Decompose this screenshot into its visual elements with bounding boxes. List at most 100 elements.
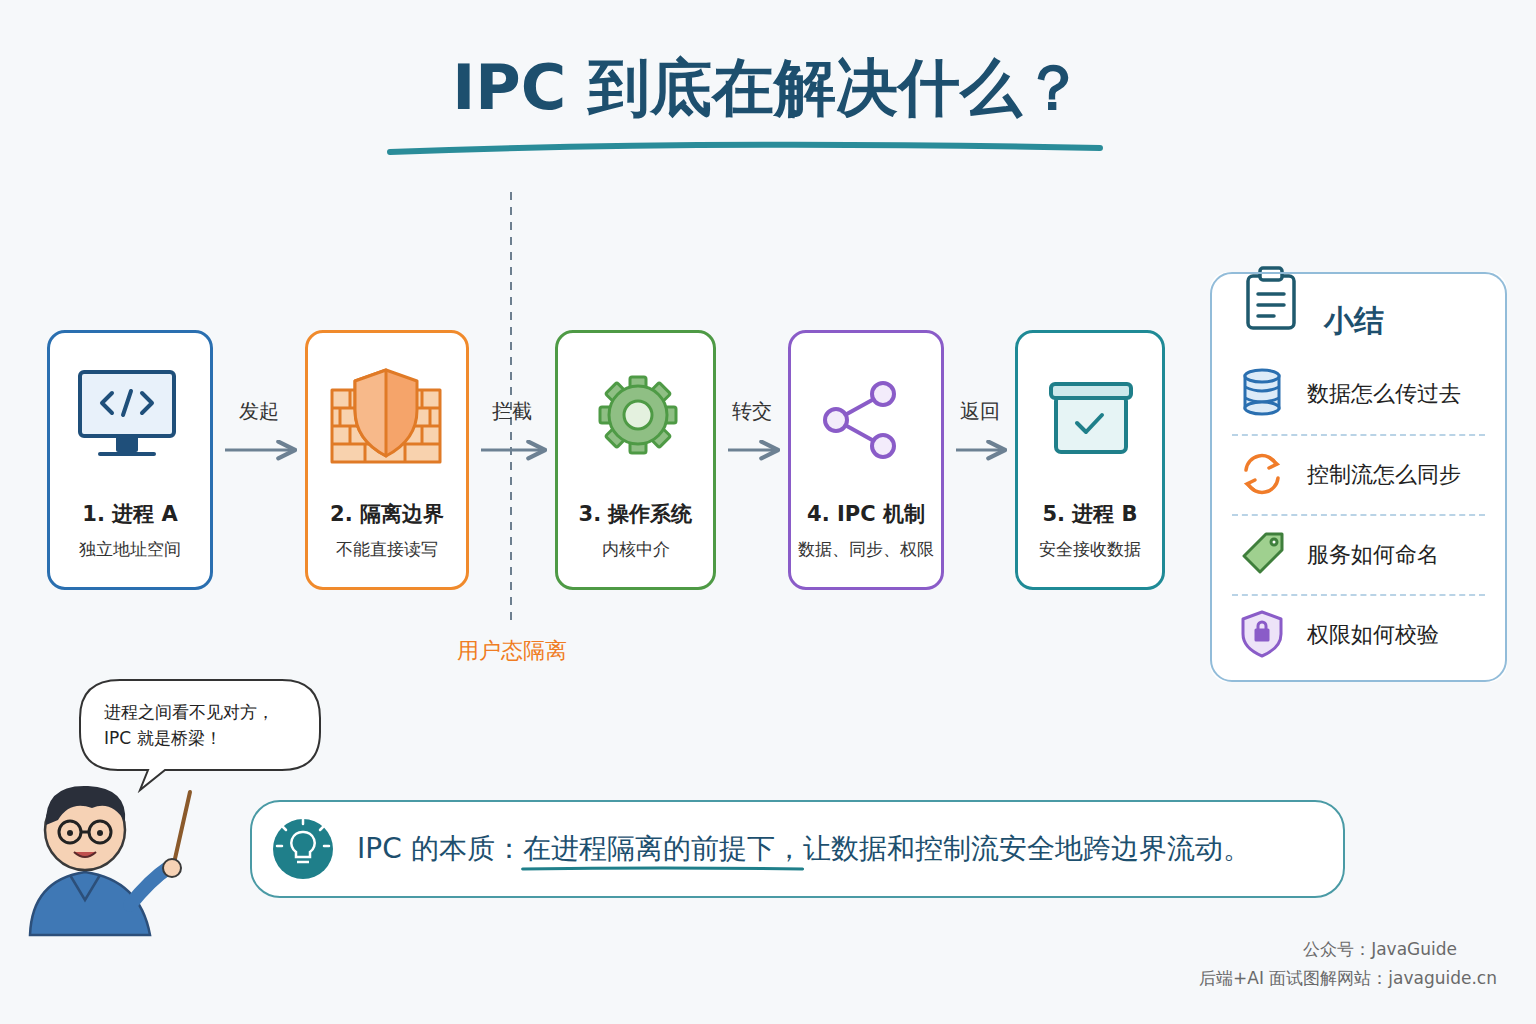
box-fill [47,330,213,590]
speech-bubble-box: 进程之间看不见对方， IPC 就是桥梁！ [80,680,320,770]
drawing-part [1258,314,1274,318]
flow-arrow [956,449,1003,452]
edge-label: 发起 [239,398,279,425]
emphasis-underline [523,868,803,869]
drawing-part [59,821,81,843]
drawing-part [1247,480,1255,490]
drawing-part [1260,268,1282,280]
drawing-part [123,391,131,415]
drawing-part [429,408,432,426]
drawing-part [100,452,154,456]
lightbulb-icon [273,819,333,879]
drawing-part [118,436,136,450]
share-icon [825,383,894,457]
database-icon [1245,370,1279,414]
drawing-part [47,272,1507,898]
drawing-part [355,370,417,456]
drawing-part [1245,402,1279,414]
drawing-part [297,861,309,864]
drawing-part [1245,387,1279,402]
speech-text: 进程之间看不见对方， IPC 就是桥梁！ [104,699,296,752]
drawing-part [67,830,73,836]
teacher-figure [30,786,190,935]
edge-label: 返回 [960,398,1000,425]
drawing-part [273,819,333,879]
box-fill [1210,272,1507,682]
drawing-part [872,383,894,405]
lock-shield-icon [1243,612,1281,656]
box-fill [305,330,469,590]
process-box: 1. 进程 A独立地址空间 [47,330,213,590]
summary-item: 控制流怎么同步 [1232,434,1485,514]
flow-arrow [481,449,543,452]
process-box: 4. IPC 机制数据、同步、权限 [788,330,944,590]
edge-label: 拦截 [492,398,532,425]
summary-item: 服务如何命名 [1232,514,1485,594]
box-body: 安全接收数据 [1039,538,1141,561]
drawing-part [291,832,314,857]
summary-panel: 小结数据怎么传过去控制流怎么同步服务如何命名权限如何校验 [1210,272,1507,682]
drawing-part [825,409,847,431]
region-label: 用户态隔离 [457,636,567,666]
flow-arrow [728,449,776,452]
drawing-part [404,444,407,462]
drawing-part [872,435,894,457]
sync-icon [1246,456,1278,493]
box-fill [555,330,716,590]
inbox-icon [1051,384,1131,452]
drawing-part [624,401,652,429]
drawing-part [277,819,329,846]
drawing-part [609,386,667,444]
drawing-part [1245,370,1279,382]
drawing-part [1056,396,1126,452]
drawing-part [1269,458,1277,468]
box-body: 内核中介 [602,538,670,561]
process-box: 2. 隔离边界不能直接读写 [305,330,469,590]
panel-heading: 小结 [1324,296,1485,346]
drawing-part [1077,415,1102,432]
drawing-part [1258,303,1284,307]
drawing-part [349,426,352,444]
drawing-part [89,821,111,843]
drawing-part [1258,622,1266,630]
box-fill [788,330,944,590]
drawing-part [349,390,352,408]
drawing-part [421,390,424,408]
drawing-part [1244,534,1282,572]
drawing-part [102,393,112,413]
drawing-part [364,444,367,462]
drawing-part [70,875,100,900]
box-heading: 4. IPC 机制 [807,500,925,528]
drawing-part [97,830,103,836]
process-box: 5. 进程 B 安全接收数据 [1015,330,1165,590]
tag-icon [1244,534,1282,572]
box-fill [250,800,1345,898]
drawing-part [225,450,1003,451]
drawing-part [74,852,96,857]
drawing-part [421,426,424,444]
drawing-part [1248,276,1294,328]
process-box: 3. 操作系统内核中介 [555,330,716,590]
edge-label: 转交 [732,398,772,425]
summary-item: 数据怎么传过去 [1232,354,1485,434]
drawing-part [339,408,342,426]
drawing-part [142,393,152,413]
box-body: 不能直接读写 [336,538,438,561]
box-body: 数据、同步、权限 [798,538,934,561]
drawing-part [355,370,386,456]
drawing-part [1258,292,1284,296]
box-fill [1015,330,1165,590]
title: IPC 到底在解决什么？ [0,46,1536,130]
clipboard-icon [1248,268,1294,328]
speech-bubble [80,680,320,790]
flow-arrow [225,449,293,452]
drawing-part [80,372,174,436]
drawing-part [1256,630,1268,640]
monitor-icon [80,372,174,454]
drawing-part [46,786,125,825]
box-heading: 5. 进程 B [1042,500,1137,528]
drawing-part [1051,384,1131,398]
drawing-part [1248,478,1278,492]
